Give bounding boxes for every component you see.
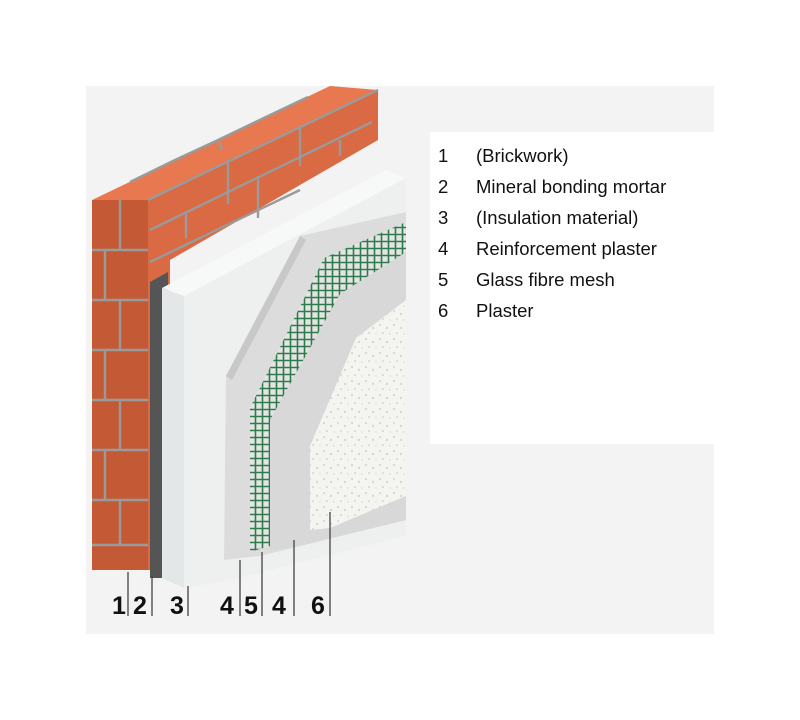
legend-number: 6: [438, 300, 449, 321]
callout-1: 1: [112, 592, 126, 620]
legend-item: 2 Mineral bonding mortar: [438, 171, 666, 202]
legend-label: Glass fibre mesh: [476, 269, 615, 290]
legend-number: 1: [438, 145, 449, 166]
brick-wall-top: [92, 86, 378, 200]
legend-number: 4: [438, 238, 449, 259]
reinforcement-plaster-edge: [226, 236, 306, 380]
legend-label: Reinforcement plaster: [476, 238, 657, 259]
legend-label: (Insulation material): [476, 207, 639, 228]
callout-3: 3: [170, 592, 184, 620]
legend-item: 5 Glass fibre mesh: [438, 264, 666, 295]
callout-6: 6: [311, 592, 325, 620]
legend: 1 (Brickwork) 2 Mineral bonding mortar 3 (I…: [438, 140, 666, 326]
legend-label: (Brickwork): [476, 145, 569, 166]
legend-item: 3 (Insulation material): [438, 202, 666, 233]
legend-number: 3: [438, 207, 449, 228]
legend-label: Mineral bonding mortar: [476, 176, 667, 197]
plaster-layer: [310, 300, 406, 530]
callout-2: 2: [133, 592, 147, 620]
legend-label: Plaster: [476, 300, 534, 321]
legend-panel: [430, 132, 714, 444]
legend-item: 6 Plaster: [438, 295, 666, 326]
brick-joints: [92, 88, 379, 547]
callout-4a: 4: [220, 592, 234, 620]
legend-number: 5: [438, 269, 449, 290]
callout-5: 5: [244, 592, 258, 620]
legend-item: 1 (Brickwork): [438, 140, 666, 171]
legend-number: 2: [438, 176, 449, 197]
callout-lines: [127, 512, 331, 616]
legend-item: 4 Reinforcement plaster: [438, 233, 666, 264]
brick-wall-front: [148, 90, 378, 570]
brickwork: [92, 86, 379, 570]
callout-4b: 4: [272, 592, 286, 620]
callout-numbers: 1 2 3 4 5 4 6: [112, 592, 325, 620]
